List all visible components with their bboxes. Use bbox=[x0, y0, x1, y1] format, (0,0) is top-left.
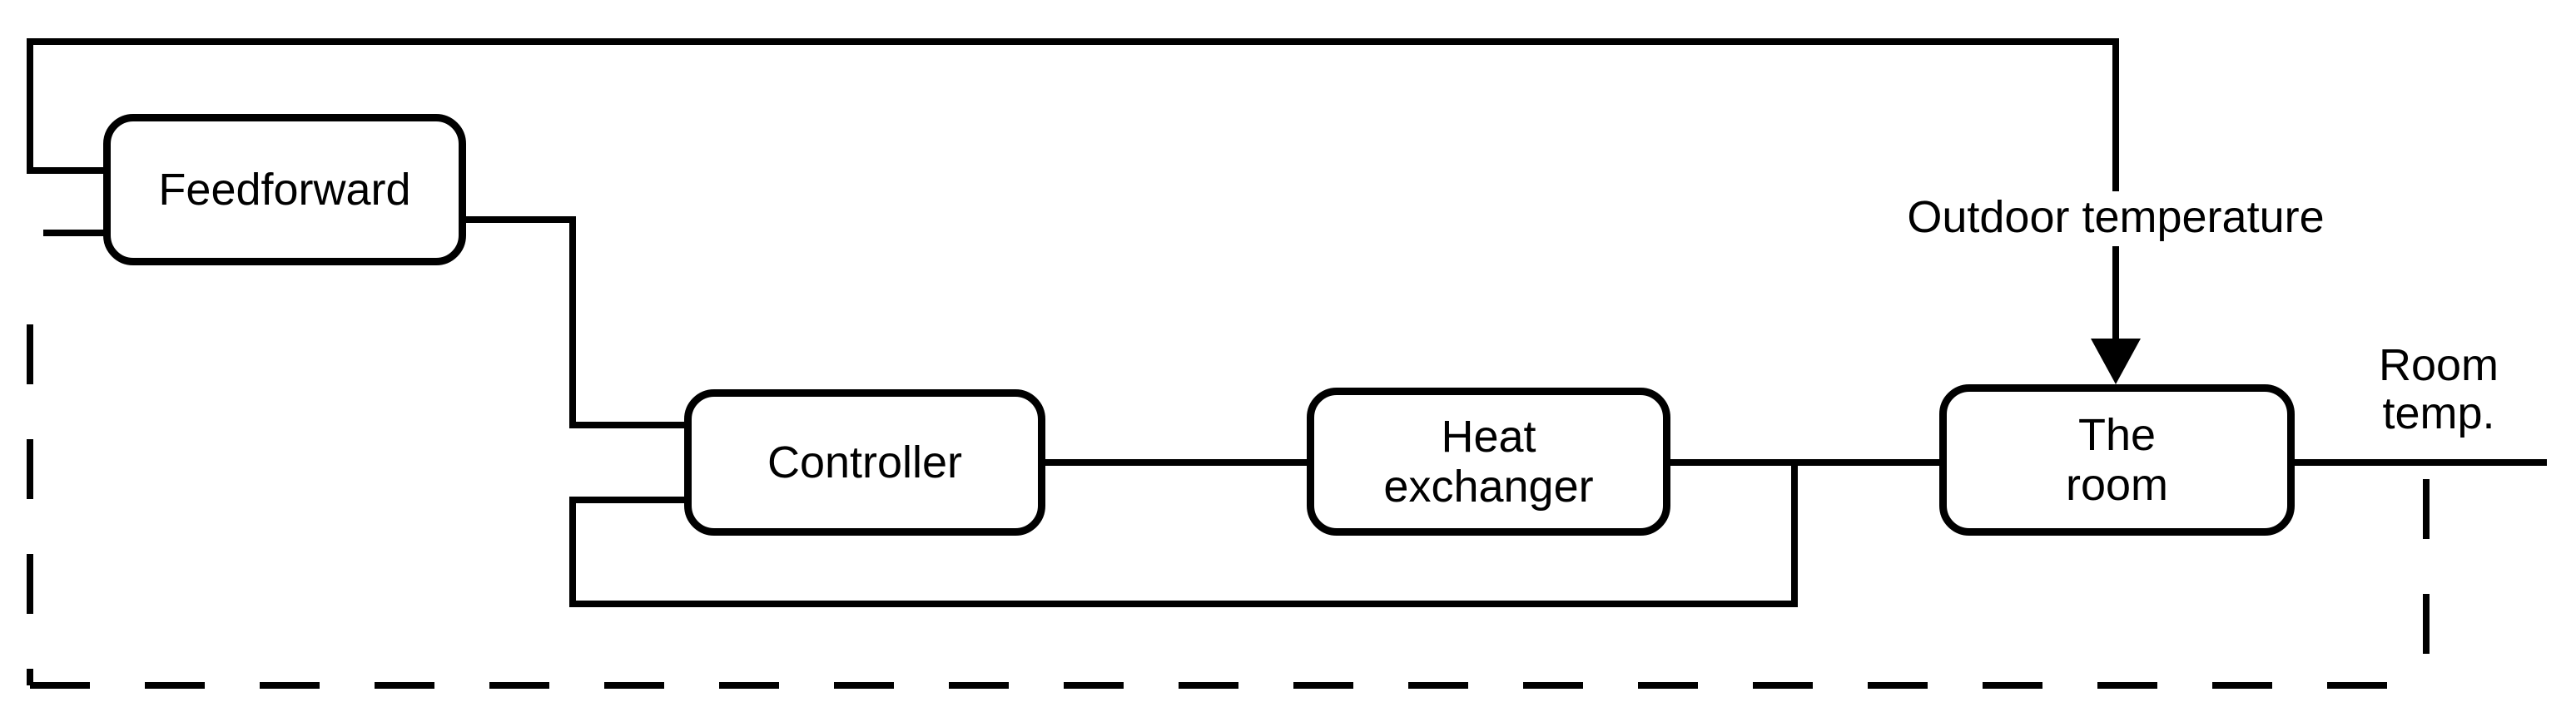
heat-exchanger-block: Heat exchanger bbox=[1307, 388, 1670, 536]
the-room-block-label: The room bbox=[2065, 410, 2169, 510]
controller-block-label: Controller bbox=[767, 438, 963, 487]
feedforward-block-label: Feedforward bbox=[158, 165, 411, 215]
arrow-down-icon bbox=[2091, 339, 2141, 384]
feedback-line bbox=[569, 462, 1798, 607]
room-temp-label: Room temp. bbox=[2378, 340, 2499, 438]
controller-block: Controller bbox=[684, 389, 1045, 536]
the-room-block: The room bbox=[1939, 384, 2295, 536]
outdoor-temperature-line bbox=[27, 38, 2119, 346]
heat-exchanger-block-label: Heat exchanger bbox=[1383, 412, 1594, 512]
feedforward-output-line bbox=[463, 216, 687, 428]
outdoor-temperature-label: Outdoor temperature bbox=[1858, 191, 2374, 246]
feedforward-block: Feedforward bbox=[103, 114, 466, 265]
